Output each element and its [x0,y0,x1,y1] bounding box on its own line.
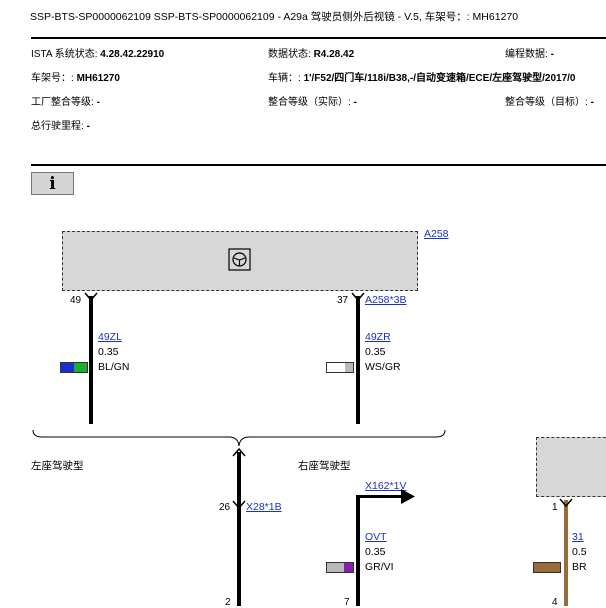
vin: 车架号：: MH61270 [31,73,120,84]
wire-49zr-size: 0.35 [365,346,386,358]
arrow-right-icon [401,489,415,504]
wire-ovt-link[interactable]: OVT [365,531,387,543]
component-right-box [536,437,606,497]
info-icon[interactable]: i [31,172,74,195]
wire-49zl-color-swatch [60,362,88,373]
pin-37: 37 [337,295,349,306]
wire-49zr-color-swatch [326,362,354,373]
wire-31-color-swatch [533,562,561,573]
wire-ovt-size: 0.35 [365,546,386,558]
wire-center [237,452,241,606]
wire-ovt-color-swatch [326,562,354,573]
pin-26: 26 [219,502,231,513]
wire-31-link[interactable]: 31 [572,531,584,543]
pin-2: 2 [225,597,231,608]
connector-a258-3b-link[interactable]: A258*3B [365,294,407,306]
ista-status: ISTA 系统状态: 4.28.42.22910 [31,49,165,60]
wire-49zr [356,296,360,424]
document-title: SSP-BTS-SP0000062109 SSP-BTS-SP000006210… [30,11,519,23]
pin-7: 7 [344,597,350,608]
right-hand-drive-label: 右座驾驶型 [298,460,351,472]
wire-49zl [89,296,93,424]
wire-31-color-code: BR [572,561,587,573]
meta-divider [31,164,606,166]
left-hand-drive-label: 左座驾驶型 [31,460,84,472]
data-status: 数据状态: R4.28.42 [268,49,355,60]
mirror-adjust-icon [228,248,251,271]
variant-brace [32,429,446,447]
wire-31 [564,500,568,606]
header-divider [31,37,606,39]
component-a258-link[interactable]: A258 [424,228,449,240]
actual-integration-level: 整合等级（实际）: - [268,97,357,108]
wire-49zl-size: 0.35 [98,346,119,358]
connector-x162-1v-link[interactable]: X162*1V [365,480,407,492]
target-integration-level: 整合等级（目标）: - [505,97,594,108]
wire-49zl-link[interactable]: 49ZL [98,331,122,343]
x28-top-connector [232,447,246,457]
wire-49zr-color-code: WS/GR [365,361,401,373]
vehicle-info: 车辆：: 1'/F52/四门车/118i/B38,-/自动变速箱/ECE/左座驾… [268,73,576,84]
pin-4: 4 [552,597,558,608]
wire-49zr-link[interactable]: 49ZR [365,331,391,343]
x28-pin-connector [232,500,246,510]
wire-31-size: 0.5 [572,546,587,558]
factory-integration-level: 工厂整合等级: - [31,97,100,108]
programming-data: 编程数据: - [505,49,554,60]
pin-1: 1 [552,502,558,513]
wire-ovt [356,495,360,606]
wire-ovt-arrow-line [356,495,404,498]
connector-x28-1b-link[interactable]: X28*1B [246,501,282,513]
mileage: 总行驶里程: - [31,121,90,132]
wire-ovt-color-code: GR/VI [365,561,394,573]
pin-49: 49 [70,295,82,306]
pin-1-connector [559,498,573,508]
wire-49zl-color-code: BL/GN [98,361,130,373]
